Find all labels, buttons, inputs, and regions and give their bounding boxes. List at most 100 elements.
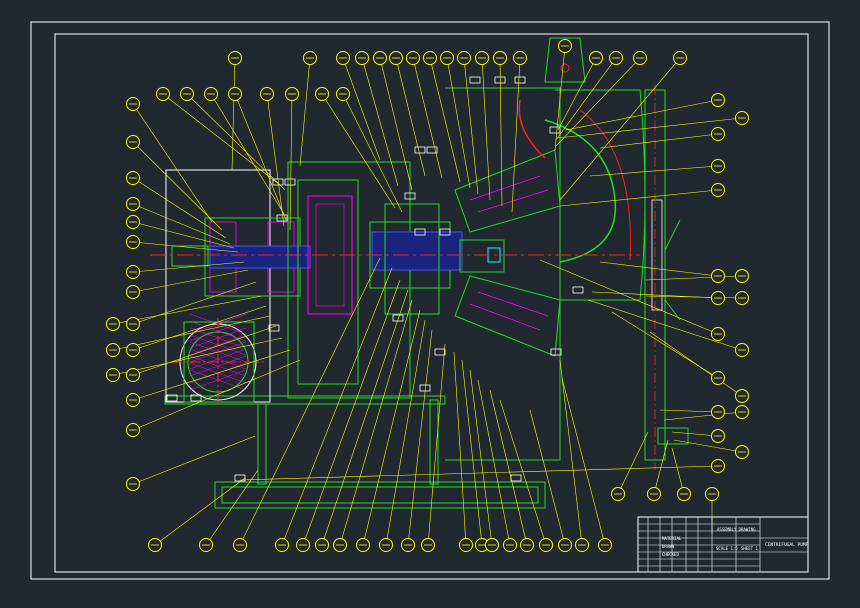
leader-line — [361, 57, 399, 187]
leader-line — [427, 343, 446, 546]
leader-line — [210, 93, 285, 215]
shaft-left-segment — [209, 245, 311, 269]
leader-line — [499, 399, 547, 546]
leader-line — [469, 369, 493, 546]
leader-line — [234, 93, 287, 221]
leader-line — [429, 57, 461, 183]
leader-line — [477, 379, 511, 546]
leader-line — [385, 319, 426, 546]
leader-line — [653, 439, 669, 495]
leader-line — [617, 431, 649, 495]
leader-line — [529, 409, 566, 546]
leader-line — [205, 469, 259, 546]
leader-line — [112, 315, 271, 351]
leader-line — [112, 337, 283, 376]
leader-line — [539, 259, 719, 335]
inner-drawing-frame — [54, 33, 809, 573]
leader-line — [557, 57, 597, 131]
discharge-flanges — [664, 219, 681, 321]
leader-line — [671, 431, 719, 437]
shaft-main — [371, 231, 463, 271]
leader-line — [342, 93, 403, 213]
bolt — [469, 76, 481, 84]
bolt — [439, 228, 451, 236]
impeller-blades — [469, 175, 549, 331]
impeller-hub — [459, 239, 505, 273]
leader-line — [132, 281, 257, 325]
bolt — [514, 76, 526, 84]
leader-line — [561, 377, 606, 546]
bolt — [190, 394, 202, 402]
leader-line — [559, 57, 681, 201]
leader-line — [599, 133, 719, 149]
volute-flow-curve — [518, 99, 546, 159]
leader-line — [499, 57, 503, 207]
leader-line — [673, 439, 743, 453]
leader-line — [302, 279, 401, 546]
bolt — [284, 178, 296, 186]
title-block-cell-5: CHECKED — [662, 552, 679, 557]
outer-sheet-border — [30, 21, 830, 580]
title-block-title: CENTRIFUGAL PUMP — [765, 542, 809, 548]
bolt — [550, 348, 562, 356]
leader-line — [132, 103, 213, 223]
leader-line — [453, 351, 467, 546]
leader-line — [162, 93, 281, 186]
bolt — [414, 228, 426, 236]
leader-line — [239, 465, 719, 481]
leader-line — [299, 57, 311, 167]
leader-line — [132, 435, 256, 485]
bolt — [426, 146, 438, 154]
leader-line — [461, 359, 483, 546]
leader-line — [565, 99, 719, 131]
leader-line — [555, 57, 617, 141]
leader-line — [663, 411, 743, 421]
leader-line — [132, 221, 235, 249]
leader-line — [407, 329, 433, 546]
part-number-balloons — [106, 39, 749, 552]
leader-line — [481, 57, 491, 201]
title-block-cell-0: ASSEMBLY DRAWING — [717, 527, 756, 532]
leader-lines — [112, 45, 743, 546]
bolt — [392, 314, 404, 322]
leader-line — [446, 57, 471, 189]
bolt — [572, 286, 584, 294]
bolt — [268, 324, 280, 332]
leader-line — [132, 141, 223, 231]
leader-line — [362, 309, 421, 546]
coupling-stub — [171, 245, 209, 267]
leader-line — [554, 45, 566, 151]
bolt — [166, 394, 178, 402]
leader-line — [339, 299, 413, 546]
motor-hatch — [189, 355, 247, 377]
leader-line — [395, 57, 426, 177]
leader-line — [463, 57, 479, 195]
leader-line — [132, 177, 227, 239]
leader-line — [239, 257, 381, 546]
pedestal-casing — [287, 161, 411, 399]
leader-line — [559, 359, 583, 546]
motor-base-plate — [164, 395, 446, 405]
leader-line — [599, 261, 719, 277]
title-block-grid — [638, 517, 808, 572]
leader-line — [132, 359, 301, 431]
title-block: CENTRIFUGAL PUMP ASSEMBLY DRAWING SCALE … — [637, 516, 809, 573]
leader-line — [186, 93, 286, 191]
leader-line — [266, 93, 285, 227]
leader-line — [559, 189, 719, 207]
leader-line — [289, 93, 293, 231]
leader-line — [132, 261, 245, 273]
leader-line — [231, 57, 236, 171]
leader-line — [645, 295, 743, 299]
leader-line — [154, 477, 246, 546]
discharge-foot — [657, 427, 689, 445]
title-block-border — [637, 516, 809, 573]
bolt — [414, 146, 426, 154]
leader-line — [511, 57, 521, 213]
volute-flow-curve-2 — [579, 109, 631, 261]
discharge-column-inner — [651, 199, 663, 311]
leader-line — [321, 93, 396, 209]
bolt — [434, 348, 446, 356]
title-block-cell-4: DRAWN — [662, 544, 675, 549]
